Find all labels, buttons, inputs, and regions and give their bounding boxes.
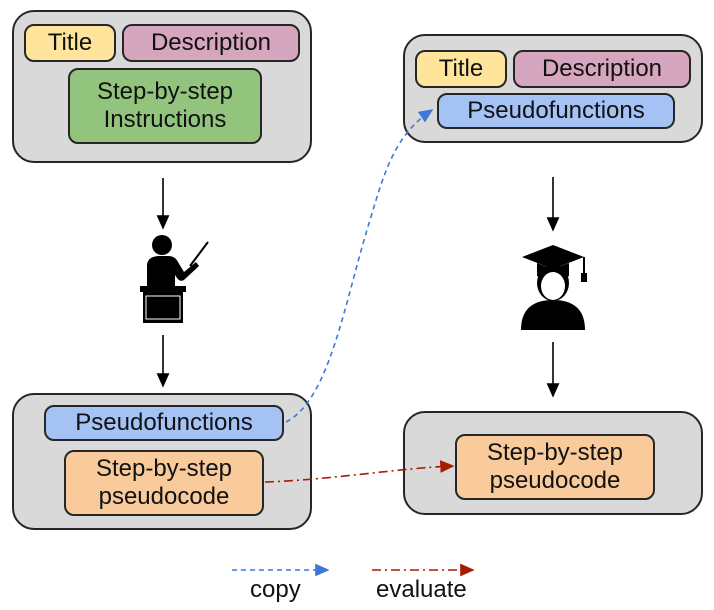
title-chip: Title — [24, 24, 116, 62]
description-chip: Description — [122, 24, 300, 62]
evaluate-legend-label: evaluate — [376, 576, 467, 603]
evaluate-arrow — [264, 460, 455, 483]
copy-arrow — [285, 109, 434, 423]
title-chip: Title — [415, 50, 507, 88]
pseudocode-chip: Step-by-step pseudocode — [455, 434, 655, 500]
left-input-panel: Title Description Step-by-step Instructi… — [12, 10, 312, 163]
student-icon — [521, 245, 587, 330]
teacher-icon — [140, 235, 209, 323]
description-chip: Description — [513, 50, 691, 88]
instructions-chip: Step-by-step Instructions — [68, 68, 262, 144]
pseudofunctions-chip: Pseudofunctions — [437, 93, 675, 129]
left-output-panel: Pseudofunctions Step-by-step pseudocode — [12, 393, 312, 530]
right-input-panel: Title Description Pseudofunctions — [403, 34, 703, 143]
pseudocode-chip: Step-by-step pseudocode — [64, 450, 264, 516]
pseudofunctions-chip: Pseudofunctions — [44, 405, 284, 441]
copy-legend-label: copy — [250, 576, 301, 603]
